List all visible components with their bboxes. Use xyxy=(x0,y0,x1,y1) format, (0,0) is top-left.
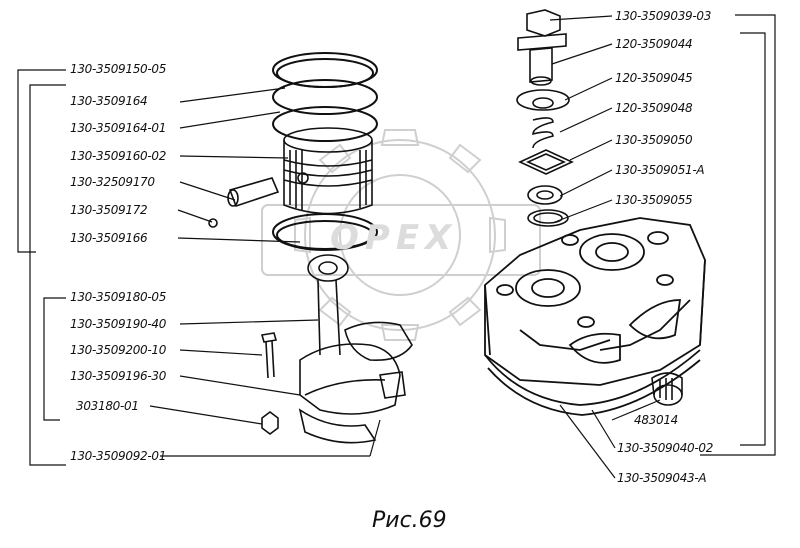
bracket-right-inner xyxy=(740,32,766,446)
part-label-130-3509190-40: 130-3509190-40 xyxy=(70,317,167,331)
part-label-130-3509043-a: 130-3509043-А xyxy=(617,471,707,485)
part-label-130-3509166: 130-3509166 xyxy=(70,231,148,245)
part-label-130-3509200-10: 130-3509200-10 xyxy=(70,343,167,357)
bracket-left-piston xyxy=(17,69,66,253)
part-label-130-32509170: 130-32509170 xyxy=(70,175,155,189)
watermark-box xyxy=(261,204,541,276)
part-label-130-3509051-a: 130-3509051-А xyxy=(615,163,705,177)
piston-pin xyxy=(208,177,280,228)
part-label-130-3509039-03: 130-3509039-03 xyxy=(615,9,712,23)
part-label-130-3509160-02: 130-3509160-02 xyxy=(70,149,167,163)
part-label-130-3509180-05: 130-3509180-05 xyxy=(70,290,167,304)
part-label-130-3509164: 130-3509164 xyxy=(70,94,148,108)
part-label-120-3509044: 120-3509044 xyxy=(615,37,693,51)
bracket-right-outer xyxy=(700,14,776,456)
part-label-130-3509050: 130-3509050 xyxy=(615,133,693,147)
piston xyxy=(283,127,373,215)
part-label-483014: 483014 xyxy=(634,413,679,427)
part-label-120-3509048: 120-3509048 xyxy=(615,101,693,115)
part-label-130-3509092-01: 130-3509092-01 xyxy=(70,449,167,463)
part-label-130-3509172: 130-3509172 xyxy=(70,203,148,217)
figure-caption: Рис.69 xyxy=(372,508,447,533)
part-label-130-3509040-02: 130-3509040-02 xyxy=(617,441,714,455)
watermark-gear xyxy=(294,129,506,341)
watermark-text: OPEX xyxy=(330,218,458,258)
part-label-303180-01: 303180-01 xyxy=(76,399,139,413)
part-label-130-3509055: 130-3509055 xyxy=(615,193,693,207)
bracket-left-outer xyxy=(29,84,66,466)
part-label-130-3509150-05: 130-3509150-05 xyxy=(70,62,167,76)
part-label-130-3509196-30: 130-3509196-30 xyxy=(70,369,167,383)
part-label-120-3509045: 120-3509045 xyxy=(615,71,693,85)
plug-483014 xyxy=(651,372,683,406)
connecting-rod xyxy=(298,254,413,444)
rod-bolt xyxy=(260,332,279,435)
valve-stack xyxy=(516,9,574,227)
part-label-130-3509164-01: 130-3509164-01 xyxy=(70,121,167,135)
bracket-left-rod xyxy=(43,297,66,421)
